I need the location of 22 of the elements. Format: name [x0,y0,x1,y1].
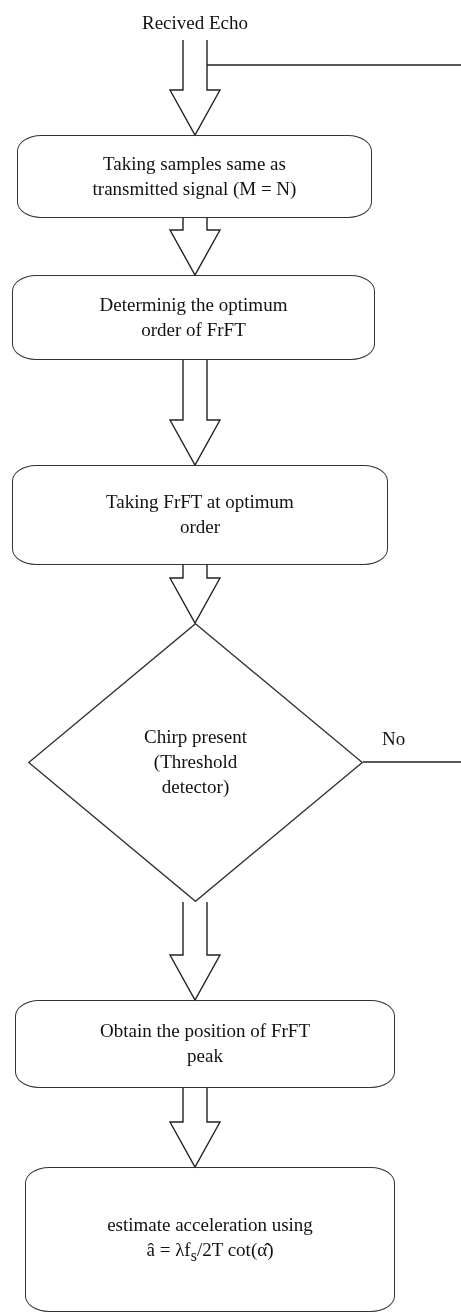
process-box [17,135,372,218]
block-arrow [168,564,222,625]
block-arrow [168,39,222,137]
decision-diamond [28,623,363,902]
block-arrow [168,1087,222,1169]
box-text: Taking FrFT at optimum order [105,490,295,539]
box-text: Chirp present (Threshold detector) [143,725,248,799]
box-text: Obtain the position of FrFT peak [98,1019,312,1068]
connector-line [206,64,461,66]
formula-text: â = λf$_{s}$/2T cot(α̂) [146,1237,274,1266]
box-text: Taking samples same as transmitted signal (M = N) [91,151,298,201]
process-box [12,275,375,360]
process-box [25,1167,395,1312]
block-arrow [168,359,222,467]
process-box [12,465,388,565]
block-arrow [168,901,222,1002]
box-text: Determinig the optimum order of FrFT [98,292,289,342]
input-label: Recived Echo [141,10,248,35]
block-arrow [168,217,222,277]
box-text: estimate acceleration using [107,1212,313,1237]
process-box [15,1000,395,1088]
connector-line [362,761,461,763]
